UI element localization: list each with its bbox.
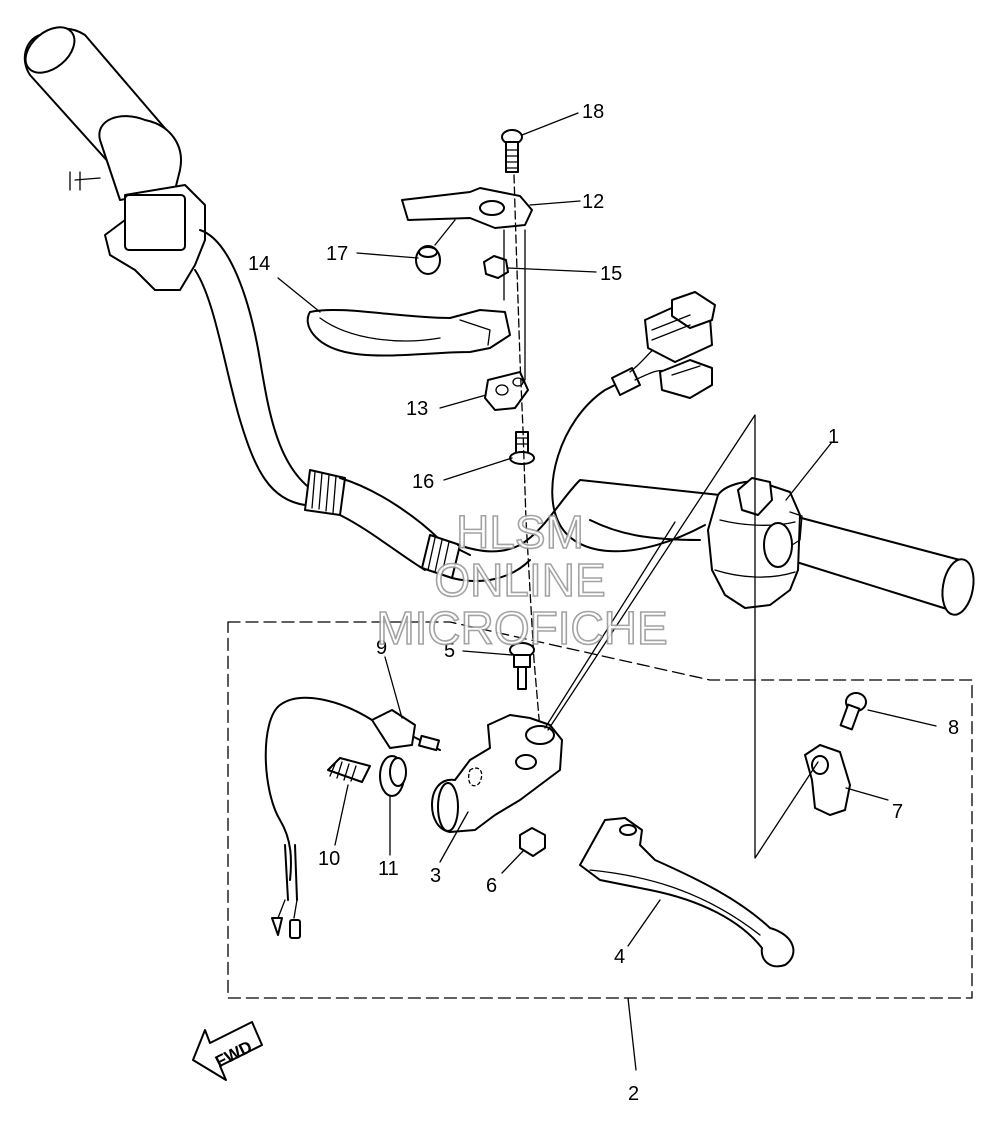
watermark-line-2: ONLINE — [434, 554, 605, 606]
relation-lines — [544, 414, 819, 859]
callout-2: 2 — [628, 1083, 639, 1105]
fwd-arrow-icon: FWD — [192, 1021, 263, 1081]
watermark-line-3: MICROFICHE — [376, 602, 667, 654]
callout-18: 18 — [582, 101, 604, 123]
watermark: HLSM ONLINE MICROFICHE — [376, 505, 669, 655]
callout-16: 16 — [412, 471, 434, 493]
handlebar — [23, 26, 975, 616]
leader-lines — [277, 112, 937, 947]
callout-6: 6 — [486, 875, 497, 897]
callout-9: 9 — [376, 637, 387, 659]
callout-17: 17 — [326, 243, 348, 265]
callout-4: 4 — [614, 946, 625, 968]
locknut-part-11 — [379, 755, 407, 797]
callout-3: 3 — [430, 865, 441, 887]
clutch-switch-part-9 — [264, 696, 441, 939]
clutch-lever-part-4 — [579, 817, 795, 968]
callout-11: 11 — [378, 858, 399, 880]
adjuster-bolt-part-10 — [327, 757, 371, 783]
callout-10: 10 — [318, 848, 340, 870]
hot-start-lever-assembly — [306, 129, 541, 731]
assembly-box-part-2 — [227, 621, 973, 1071]
callout-1: 1 — [828, 426, 839, 448]
callout-12: 12 — [582, 191, 604, 213]
callout-15: 15 — [600, 263, 622, 285]
watermark-line-1: HLSM — [456, 506, 584, 558]
callout-5: 5 — [444, 640, 455, 662]
callout-13: 13 — [406, 398, 428, 420]
callout-7: 7 — [892, 801, 903, 823]
callout-14: 14 — [248, 253, 270, 275]
callout-8: 8 — [948, 717, 959, 739]
lever-clamp-part-7 — [804, 744, 851, 816]
clamp-bolt-part-8 — [839, 692, 867, 731]
clutch-lever-holder-part-3 — [431, 642, 563, 857]
